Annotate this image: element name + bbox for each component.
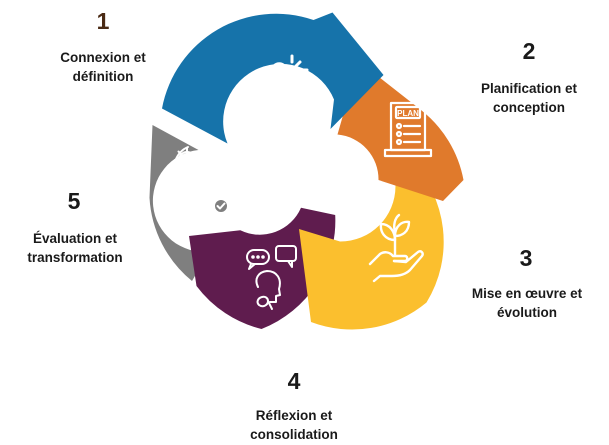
step-3-number: 3 <box>519 245 533 271</box>
step-4-number: 4 <box>287 368 301 394</box>
step-2-label: Planification et conception <box>458 79 600 117</box>
hand-plant-icon <box>368 213 424 283</box>
step-5-label: Évaluation et transformation <box>8 229 142 267</box>
step-3-label: Mise en œuvre et évolution <box>452 284 602 322</box>
step-2-label-line2: conception <box>492 100 565 115</box>
step-3-label-line1: Mise en œuvre et <box>471 286 583 301</box>
step-5-label-line1: Évaluation et <box>32 231 118 246</box>
step-5-label-line2: transformation <box>27 250 123 265</box>
segment-5 <box>149 125 210 281</box>
step-2-label-line1: Planification et <box>480 81 578 96</box>
broken-link-icon <box>250 54 309 112</box>
plan-document-icon <box>383 101 433 158</box>
step-1-number: 1 <box>96 8 110 34</box>
gear-document-icon <box>172 146 229 214</box>
plan-icon-text: PLAN <box>397 109 419 118</box>
step-1-label-line1: Connexion et <box>60 50 146 65</box>
step-4-label-line2: consolidation <box>250 427 338 442</box>
segment-4 <box>189 207 336 329</box>
step-1-label-line2: définition <box>72 69 134 84</box>
step-4-label-line1: Réflexion et <box>255 408 333 423</box>
step-3-label-line2: évolution <box>497 305 557 320</box>
step-4-label: Réflexion et consolidation <box>229 406 359 444</box>
step-1-label: Connexion et définition <box>38 48 168 86</box>
thinking-person-icon <box>246 245 297 310</box>
step-5-number: 5 <box>67 188 81 214</box>
segment-1 <box>162 12 384 144</box>
step-2-number: 2 <box>522 38 536 64</box>
